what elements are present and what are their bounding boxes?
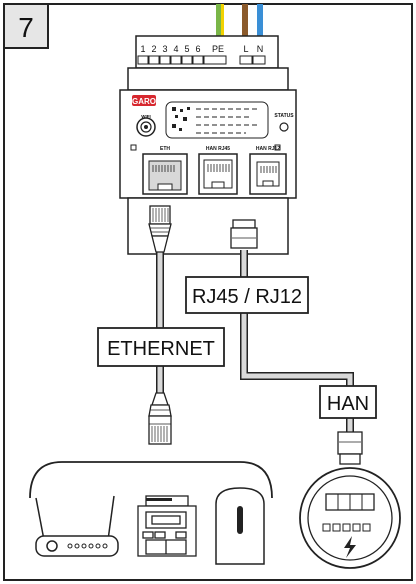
callout-han: HAN: [319, 385, 377, 419]
pe-wire: [216, 4, 221, 38]
router-icon: [35, 495, 119, 557]
status-led-icon: [279, 122, 289, 132]
eth-port: ETH: [142, 146, 188, 195]
smart-meter-icon: [299, 467, 401, 569]
pe-wire-stripe: [221, 4, 224, 38]
display-area: [165, 101, 269, 139]
display-dashes: [196, 108, 260, 134]
terminal-label-3: 3: [162, 44, 167, 54]
eth-port-label: ETH: [160, 146, 170, 152]
n-wire: [257, 4, 263, 38]
han-rj12-label: HAN RJ12: [256, 146, 280, 152]
status-led: STATUS: [274, 113, 294, 132]
status-label: STATUS: [274, 113, 294, 119]
terminal-label-6: 6: [195, 44, 200, 54]
outer-frame: [3, 3, 413, 581]
callout-han-text: HAN: [327, 393, 369, 415]
terminal-label-l: L: [243, 44, 248, 54]
han-cable: [230, 219, 363, 465]
brand-logo-text: GARO: [132, 97, 156, 106]
din-device: 1 2 3 4 5 6 PE L N: [119, 35, 297, 255]
ev-charger-icon: [215, 487, 265, 565]
han-plug-top-icon: [230, 219, 258, 249]
supply-wires: [216, 4, 263, 38]
han-rj12-port: HAN RJ12: [249, 146, 287, 195]
han-rj45-label: HAN RJ45: [206, 146, 230, 152]
terminal-label-pe: PE: [212, 44, 224, 54]
callout-rj45-rj12-text: RJ45 / RJ12: [192, 286, 302, 308]
step-number-box: 7: [3, 3, 49, 49]
top-terminal-screws: [137, 55, 266, 65]
ethernet-plug-top-icon: [148, 205, 172, 253]
screw-mark-left: [130, 144, 137, 151]
terminal-label-5: 5: [184, 44, 189, 54]
screw-mark-right: [274, 144, 281, 151]
step-number: 7: [18, 12, 34, 43]
wifi-label: WIFI: [141, 114, 151, 119]
l-wire: [242, 4, 248, 38]
display-qr-icon: [172, 107, 190, 131]
han-plug-bottom-icon: [337, 431, 363, 465]
callout-rj45-rj12: RJ45 / RJ12: [185, 276, 309, 314]
brand-logo: GARO: [132, 95, 156, 106]
han-rj45-port: HAN RJ45: [198, 146, 238, 195]
electricity-meter-icon: [137, 495, 197, 557]
options-bracket: [29, 461, 273, 499]
terminal-label-1: 1: [140, 44, 145, 54]
ethernet-plug-bottom-icon: [148, 392, 172, 445]
terminal-label-4: 4: [173, 44, 178, 54]
terminal-label-n: N: [257, 44, 264, 54]
ethernet-cable: [148, 205, 172, 445]
terminal-label-2: 2: [151, 44, 156, 54]
callout-ethernet-text: ETHERNET: [107, 338, 215, 360]
housing-upper: [127, 67, 289, 91]
wifi-connector-icon: WIFI: [136, 114, 156, 137]
callout-ethernet: ETHERNET: [97, 327, 225, 367]
